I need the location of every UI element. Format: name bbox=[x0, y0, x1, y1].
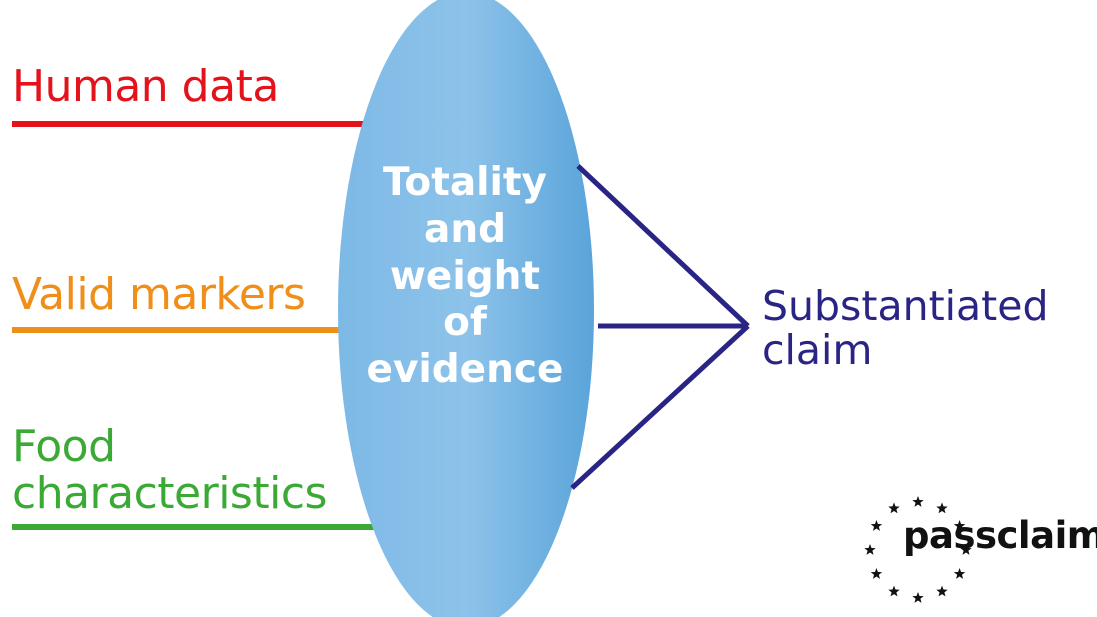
logo-star bbox=[870, 520, 883, 531]
evidence-label: Totality and weight of evidence bbox=[366, 160, 564, 393]
logo-star bbox=[936, 585, 948, 597]
passclaim-logo-text: passclaim bbox=[903, 514, 1097, 557]
logo-star bbox=[953, 520, 966, 531]
connector-bottom bbox=[570, 324, 750, 490]
logo-star bbox=[912, 496, 924, 507]
logo-star bbox=[960, 544, 972, 555]
logo-star bbox=[912, 592, 924, 603]
valid-markers-label: Valid markers bbox=[12, 269, 306, 320]
logo-star bbox=[888, 502, 900, 514]
human-data-label: Human data bbox=[12, 61, 279, 112]
logo-star bbox=[870, 568, 883, 579]
food-characteristics-label: Food characteristics bbox=[12, 421, 327, 519]
evidence-lens bbox=[338, 0, 594, 617]
logo-star bbox=[936, 502, 948, 514]
logo-star bbox=[864, 544, 876, 555]
substantiated-claim-label: Substantiated claim bbox=[762, 282, 1049, 375]
eu-stars-icon bbox=[864, 496, 972, 603]
connector-top bbox=[576, 164, 750, 328]
passclaim-logo: passclaim bbox=[858, 492, 1097, 612]
logo-star bbox=[888, 585, 900, 597]
logo-star bbox=[953, 568, 966, 579]
